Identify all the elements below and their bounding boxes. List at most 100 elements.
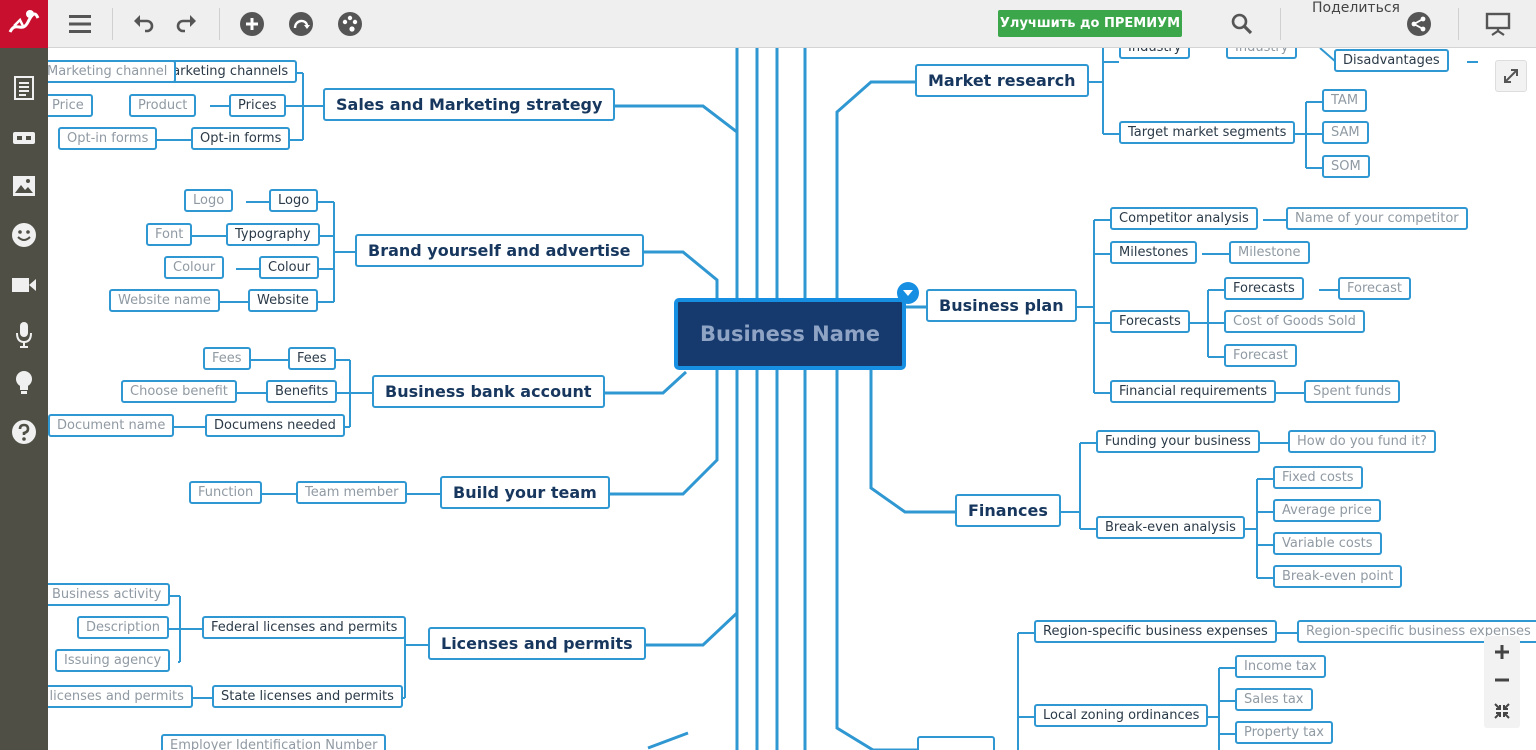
leaf-logo[interactable]: Logo (184, 189, 234, 212)
leaf-how-fund[interactable]: How do you fund it? (1288, 430, 1436, 453)
central-topic[interactable]: Business Name (674, 298, 906, 370)
relationship-button[interactable] (284, 7, 318, 41)
leaf-document-name[interactable]: Document name (48, 414, 175, 437)
subtopic-zoning[interactable]: Local zoning ordinances (1034, 704, 1209, 727)
leaf-forecast[interactable]: Forecast (1338, 277, 1412, 300)
topic-build-team[interactable]: Build your team (440, 476, 610, 509)
topic-market-research[interactable]: Market research (915, 64, 1089, 97)
link-button[interactable] (7, 121, 41, 155)
subtopic-target-segments[interactable]: Target market segments (1119, 121, 1296, 144)
leaf-marketing-channel[interactable]: Marketing channel (48, 60, 177, 83)
undo-button[interactable] (127, 7, 161, 41)
leaf-disadvantages[interactable]: Disadvantages (1334, 49, 1449, 72)
app-logo[interactable] (0, 0, 48, 48)
leaf-issuing-agency[interactable]: Issuing agency (55, 649, 171, 672)
leaf-function[interactable]: Function (189, 481, 263, 504)
subtopic-forecasts[interactable]: Forecasts (1110, 310, 1190, 333)
subtopic-prices[interactable]: Prices (229, 94, 286, 117)
video-button[interactable] (7, 268, 41, 302)
share-button[interactable] (1402, 7, 1436, 41)
topic-business-plan[interactable]: Business plan (926, 289, 1077, 322)
upgrade-premium-button[interactable]: Улучшить до ПРЕМИУМ (998, 10, 1182, 37)
subtopic-milestones[interactable]: Milestones (1110, 241, 1198, 264)
subtopic-state-licenses[interactable]: State licenses and permits (212, 685, 403, 708)
leaf-milestone[interactable]: Milestone (1229, 241, 1310, 264)
relationship-icon (289, 12, 313, 36)
leaf-choose-benefit[interactable]: Choose benefit (121, 380, 237, 403)
fit-to-screen-button[interactable] (1487, 697, 1517, 725)
leaf-average-price[interactable]: Average price (1273, 499, 1381, 522)
menu-button[interactable] (63, 7, 97, 41)
add-node-button[interactable] (235, 7, 269, 41)
leaf-description[interactable]: Description (77, 616, 170, 639)
topic-finances[interactable]: Finances (955, 494, 1061, 527)
topic-licenses-permits[interactable]: Licenses and permits (428, 627, 646, 660)
subtopic-competitor-analysis[interactable]: Competitor analysis (1110, 207, 1258, 230)
leaf-competitor-name[interactable]: Name of your competitor (1286, 207, 1468, 230)
leaf-sam[interactable]: SAM (1322, 121, 1369, 144)
notes-button[interactable] (7, 71, 41, 105)
leaf-spent-funds[interactable]: Spent funds (1304, 380, 1401, 403)
redo-button[interactable] (169, 7, 203, 41)
leaf-forecast-2[interactable]: Forecast (1224, 344, 1298, 367)
subtopic-logo[interactable]: Logo (269, 189, 319, 212)
topic-brand-advertise[interactable]: Brand yourself and advertise (355, 234, 644, 267)
leaf-income-tax[interactable]: Income tax (1235, 655, 1326, 678)
topic-bank-account[interactable]: Business bank account (372, 375, 605, 408)
subtopic-typography[interactable]: Typography (226, 223, 320, 246)
collapse-toggle-icon[interactable] (897, 282, 919, 304)
fullscreen-button[interactable] (1495, 60, 1527, 92)
subtopic-region-expenses[interactable]: Region-specific business expenses (1034, 620, 1277, 643)
leaf-property-tax[interactable]: Property tax (1235, 721, 1333, 744)
share-button-label[interactable]: Поделиться (1312, 0, 1400, 16)
leaf-variable-costs[interactable]: Variable costs (1273, 532, 1382, 555)
leaf-sales-tax[interactable]: Sales tax (1235, 688, 1313, 711)
subtopic-financial-requirements[interactable]: Financial requirements (1110, 380, 1277, 403)
leaf-opt-in-forms[interactable]: Opt-in forms (58, 127, 158, 150)
leaf-cost-of-goods[interactable]: Cost of Goods Sold (1224, 310, 1365, 333)
idea-button[interactable] (7, 366, 41, 400)
image-button[interactable] (7, 169, 41, 203)
subtopic-forecasts-nested[interactable]: Forecasts (1224, 277, 1304, 300)
emoji-button[interactable] (7, 218, 41, 252)
subtopic-opt-in-forms[interactable]: Opt-in forms (191, 127, 291, 150)
theme-button[interactable] (333, 7, 367, 41)
topic-taxes[interactable] (917, 736, 995, 750)
subtopic-team-member[interactable]: Team member (296, 481, 408, 504)
leaf-industry[interactable]: Industry (1226, 48, 1298, 59)
mindmap-canvas[interactable]: Sales and Marketing strategy Marketing c… (48, 48, 1536, 750)
leaf-font[interactable]: Font (146, 223, 193, 246)
leaf-website-name[interactable]: Website name (109, 289, 220, 312)
leaf-fixed-costs[interactable]: Fixed costs (1273, 466, 1363, 489)
subtopic-website[interactable]: Website (248, 289, 318, 312)
lightbulb-icon (16, 371, 32, 394)
subtopic-marketing-channels[interactable]: Marketing channels (152, 60, 298, 83)
leaf-region-expenses[interactable]: Region-specific business expenses (1297, 620, 1536, 643)
help-button[interactable] (7, 415, 41, 449)
minus-icon (1495, 678, 1509, 682)
leaf-price[interactable]: Price (48, 94, 93, 117)
topic-sales-marketing[interactable]: Sales and Marketing strategy (323, 88, 616, 121)
leaf-product[interactable]: Product (129, 94, 197, 117)
presentation-button[interactable] (1481, 7, 1515, 41)
leaf-colour[interactable]: Colour (164, 256, 225, 279)
subtopic-funding[interactable]: Funding your business (1096, 430, 1260, 453)
subtopic-colour[interactable]: Colour (259, 256, 320, 279)
zoom-out-button[interactable] (1487, 666, 1517, 694)
leaf-state-licenses[interactable]: State licenses and permits (48, 685, 193, 708)
subtopic-industry[interactable]: Industry (1119, 48, 1191, 59)
leaf-break-even-point[interactable]: Break-even point (1273, 565, 1403, 588)
subtopic-employer-id[interactable]: Employer Identification Number (161, 734, 387, 750)
search-button[interactable] (1225, 7, 1259, 41)
leaf-business-activity[interactable]: Business activity (48, 583, 171, 606)
subtopic-fees[interactable]: Fees (288, 347, 336, 370)
subtopic-benefits[interactable]: Benefits (266, 380, 338, 403)
subtopic-federal-licenses[interactable]: Federal licenses and permits (202, 616, 407, 639)
leaf-tam[interactable]: TAM (1322, 89, 1368, 112)
voice-button[interactable] (7, 318, 41, 352)
zoom-in-button[interactable] (1487, 638, 1517, 666)
leaf-som[interactable]: SOM (1322, 155, 1370, 178)
subtopic-break-even[interactable]: Break-even analysis (1096, 516, 1245, 539)
subtopic-documents-needed[interactable]: Documens needed (205, 414, 345, 437)
leaf-fees[interactable]: Fees (203, 347, 251, 370)
